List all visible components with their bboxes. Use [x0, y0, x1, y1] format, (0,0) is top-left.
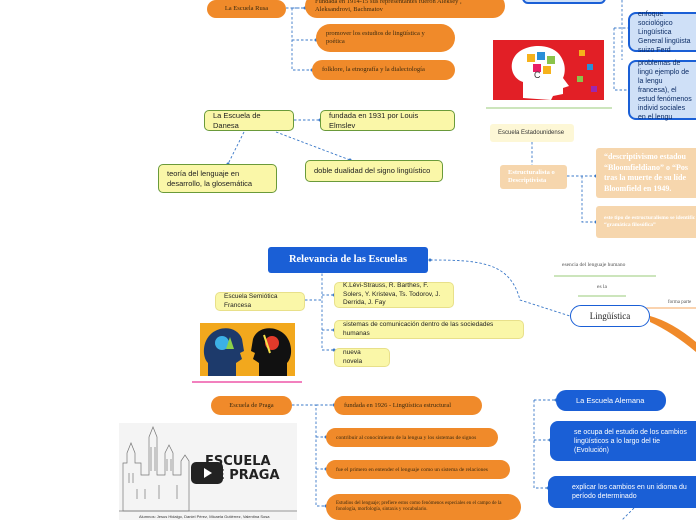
play-icon: [204, 468, 212, 478]
puzzle-head-image: C: [493, 40, 604, 100]
node-escuela-rusa[interactable]: La Escuela Rusa: [207, 0, 286, 18]
node-escuela-alemana[interactable]: La Escuela Alemana: [556, 390, 666, 411]
node-linguistica[interactable]: Lingüística: [570, 305, 650, 327]
label-esencia-lenguaje: esencia del lenguaje humano: [562, 262, 626, 268]
node-label: sistemas de comunicación dentro de las s…: [343, 321, 494, 337]
node-levi-strauss[interactable]: K.Lévi-Strauss, R. Barthes, F. Solers, Y…: [334, 282, 454, 308]
node-label: La Escuela Rusa: [224, 5, 269, 12]
node-label: contribuir al conocimiento de la lengua …: [336, 434, 477, 441]
node-nueva-novela[interactable]: nueva novela: [334, 348, 390, 367]
node-label: Estudios del lenguaje; prefiere estos co…: [336, 500, 502, 513]
node-label: Relevancia de las Escuelas: [288, 254, 408, 266]
node-label: “descriptivismo estadou “Bloomfieldiano”…: [604, 152, 689, 193]
node-fundada-1926[interactable]: fundada en 1926 - Lingüística estructura…: [334, 396, 482, 415]
node-escuela-danesa[interactable]: La Escuela de Danesa: [204, 110, 294, 131]
node-label: K.Lévi-Strauss, R. Barthes, F. Solers, Y…: [343, 282, 441, 307]
node-label: Fundada en 1914-15 sus representantes fu…: [315, 0, 462, 13]
node-fue-primero[interactable]: fue el primero en entender el lenguaje c…: [326, 460, 510, 479]
node-teoria-lenguaje[interactable]: teoría del lenguaje en desarrollo, la gl…: [158, 164, 277, 193]
node-descriptivismo[interactable]: “descriptivismo estadou “Bloomfieldiano”…: [596, 148, 696, 198]
node-label: nueva novela: [343, 349, 363, 365]
node-sistemas-comunicacion[interactable]: sistemas de comunicación dentro de las s…: [334, 320, 524, 339]
node-problemas-linguistica[interactable]: problemas de lingü ejemplo de la lengu f…: [628, 59, 696, 121]
node-relevancia-escuelas[interactable]: Relevancia de las Escuelas: [268, 247, 428, 273]
label-forma-parte: forma parte: [668, 300, 692, 305]
node-label: Lingüística: [589, 311, 631, 321]
node-top-blue-fragment[interactable]: [522, 0, 606, 4]
node-label: La Escuela Alemana: [576, 395, 645, 405]
node-label: promover los estudios de lingüística y p…: [326, 30, 425, 45]
node-contribuir[interactable]: contribuir al conocimiento de la lengua …: [326, 428, 498, 447]
node-escuela-semiotica[interactable]: Escuela Semiótica Francesa: [215, 292, 305, 311]
node-folklore[interactable]: folklore, la etnografía y la dialectolog…: [312, 60, 455, 80]
node-label: fundada en 1926 - Lingüística estructura…: [344, 401, 452, 409]
orange-connector-curve: [650, 316, 696, 352]
node-escuela-estadounidense[interactable]: Escuela Estadounidense: [490, 124, 574, 142]
label-es-la: es la: [597, 284, 607, 290]
node-label: folklore, la etnografía y la dialectolog…: [322, 66, 425, 73]
node-este-tipo[interactable]: este tipo de estructuralismo se identifi…: [596, 206, 696, 238]
node-label: Estructuralista o Descriptivista: [508, 169, 555, 184]
node-estudios-lenguaje[interactable]: Estudios del lenguaje; prefiere estos co…: [326, 494, 521, 520]
node-label: Escuela de Praga: [229, 401, 274, 409]
node-label: teoría del lenguaje en desarrollo, la gl…: [167, 168, 253, 188]
node-explicar-cambios[interactable]: explicar los cambios en un idioma du per…: [548, 476, 696, 508]
node-label: se ocupa del estudio de los cambios ling…: [574, 428, 687, 454]
escuela-praga-video[interactable]: ESCUELA DE PRAGA Alumnos: Jesus Hidalgo,…: [119, 423, 297, 520]
node-label: este tipo de estructuralismo se identifi…: [604, 215, 696, 228]
node-label: enfoque sociológico Lingüística General …: [638, 10, 691, 54]
node-se-ocupa[interactable]: se ocupa del estudio de los cambios ling…: [550, 421, 696, 461]
node-label: doble dualidad del signo lingüístico: [314, 166, 431, 175]
node-label: Escuela Estadounidense: [498, 130, 565, 136]
node-fundada-1914[interactable]: Fundada en 1914-15 sus representantes fu…: [305, 0, 505, 18]
svg-text:C: C: [534, 70, 541, 80]
node-escuela-praga[interactable]: Escuela de Praga: [211, 396, 292, 415]
node-label: La Escuela de Danesa: [213, 110, 261, 130]
two-heads-image: [200, 323, 295, 376]
node-estructuralista[interactable]: Estructuralista o Descriptivista: [500, 165, 567, 189]
node-label: explicar los cambios en un idioma du per…: [572, 484, 687, 500]
node-promover[interactable]: promover los estudios de lingüística y p…: [316, 24, 455, 52]
video-title-line2: DE PRAGA: [205, 468, 280, 483]
node-label: Escuela Semiótica Francesa: [224, 293, 278, 309]
node-enfoque-sociologico[interactable]: enfoque sociológico Lingüística General …: [628, 10, 696, 54]
play-button[interactable]: [191, 462, 223, 484]
video-caption: Alumnos: Jesus Hidalgo, Daniel Pérez, Mi…: [139, 514, 270, 519]
node-label: fundada en 1931 por Louis Elmslev: [329, 110, 419, 130]
node-fundada-1931[interactable]: fundada en 1931 por Louis Elmslev: [320, 110, 455, 131]
node-label: problemas de lingü ejemplo de la lengu f…: [638, 59, 692, 121]
node-label: fue el primero en entender el lenguaje c…: [336, 466, 488, 473]
node-doble-dualidad[interactable]: doble dualidad del signo lingüístico: [305, 160, 443, 182]
praga-cathedral-drawing: [119, 426, 297, 512]
